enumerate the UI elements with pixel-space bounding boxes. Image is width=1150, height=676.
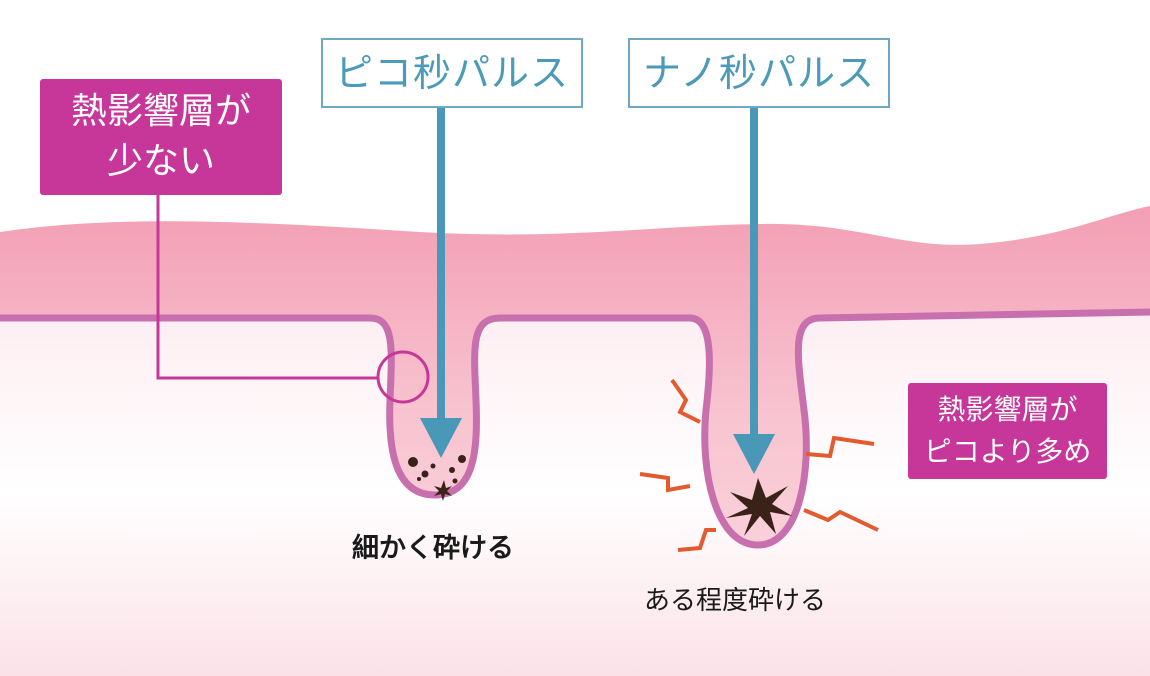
heat-less-line2: 少ない [106,141,215,182]
heat-more-line1: 熱影響層が [937,393,1078,426]
heat-less-callout: 熱影響層が 少ない [40,79,282,195]
pico-arrow [420,108,462,458]
nano-pulse-label: ナノ秒パルス [628,38,890,108]
dermis-layer [0,312,1150,676]
heat-more-callout: 熱影響層が ピコより多め [908,383,1107,479]
pico-pulse-label: ピコ秒パルス [321,38,583,108]
heat-cracks [639,378,879,552]
nano-result-caption: ある程度砕ける [644,586,827,616]
pico-pigment-particles [408,455,466,484]
heat-more-line2: ピコより多め [923,435,1092,468]
nano-pigment-fragments [726,478,792,536]
heat-callout-leader [156,195,430,404]
pico-pigment-burst [434,480,452,501]
nano-arrow [733,108,775,474]
pico-result-caption: 細かく砕ける [352,533,514,564]
heat-less-line1: 熱影響層が [70,91,251,132]
